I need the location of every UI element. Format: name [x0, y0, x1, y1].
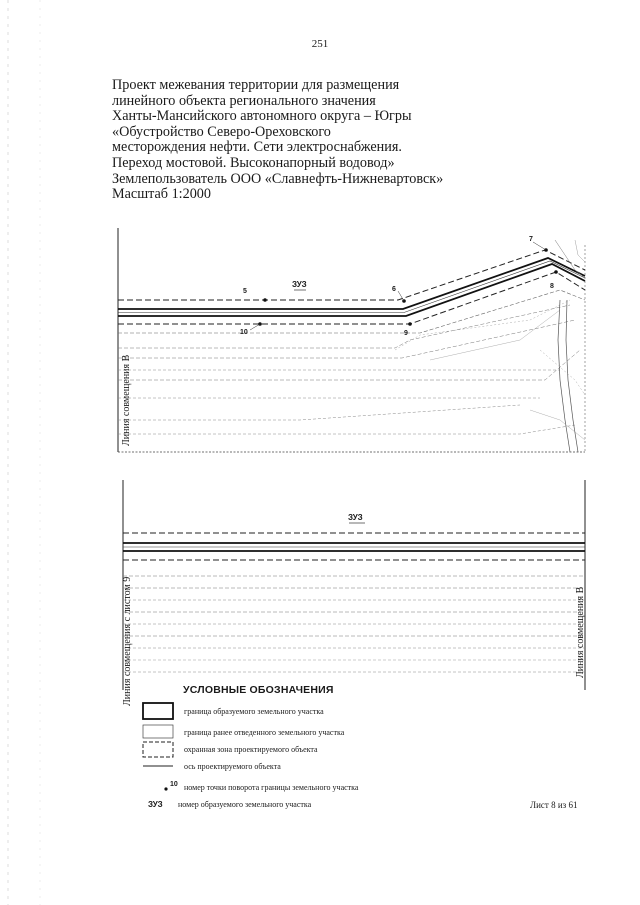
turning-point-8	[554, 270, 558, 274]
existing-parcel-line	[118, 349, 581, 381]
existing-parcel-line	[394, 299, 571, 351]
legend-symbol-old-parcel	[142, 724, 174, 739]
existing-parcel-line	[429, 309, 561, 361]
document-title: Проект межевания территории для размещен…	[112, 77, 512, 203]
alignment-line-label-top: Линия совмещения В	[121, 354, 132, 446]
legend-item-parcel-number: номер образуемого земельного участка	[178, 800, 312, 809]
existing-parcel-line	[118, 289, 586, 334]
sheet-number-label: Лист 8 из 61	[530, 800, 578, 810]
legend-symbol-point	[164, 787, 168, 791]
legend-point-number: 10	[170, 781, 178, 788]
parcel-boundary-upper	[118, 257, 586, 310]
point-label-6: 6	[392, 286, 396, 293]
existing-parcel-line	[529, 409, 586, 441]
protection-zone-lower	[118, 271, 586, 325]
alignment-line-label-right: Линия совмещения В	[575, 586, 586, 678]
existing-parcel-line	[118, 404, 521, 421]
title-line: месторождения нефти. Сети электроснабжен…	[112, 139, 402, 156]
point-label-9: 9	[404, 330, 408, 337]
turning-point-5	[263, 298, 267, 302]
top-map	[117, 228, 586, 453]
object-axis	[118, 260, 586, 313]
existing-parcel-line	[118, 424, 576, 435]
leader-line	[532, 241, 547, 251]
legend-item-axis: ось проектируемого объекта	[184, 762, 281, 771]
turning-point-9	[408, 322, 412, 326]
road-line	[574, 239, 586, 263]
bottom-map	[122, 480, 586, 690]
legend-title: УСЛОВНЫЕ ОБОЗНАЧЕНИЯ	[183, 684, 334, 696]
title-line: Масштаб 1:2000	[112, 186, 211, 203]
leader-line	[249, 323, 261, 331]
point-label-7: 7	[529, 236, 533, 243]
legend-item-old-parcel: граница ранее отведенного земельного уча…	[184, 728, 345, 737]
title-line: Ханты-Мансийского автономного округа – Ю…	[112, 108, 412, 125]
legend-symbol-new-parcel	[142, 702, 174, 720]
title-line: «Обустройство Северо-Ореховского	[112, 123, 331, 140]
parcel-boundary-lower	[118, 263, 586, 317]
title-line: Землепользователь ООО «Славнефть-Нижнева…	[112, 170, 444, 187]
protection-zone-upper	[118, 249, 586, 301]
legend-zone-symbol: ЗУЗ	[148, 800, 163, 809]
legend-item-turning-point: номер точки поворота границы земельного …	[184, 783, 359, 792]
zone-number-label-bottom: ЗУЗ	[348, 513, 363, 522]
title-line: Переход мостовой. Высоконапорный водовод…	[112, 154, 395, 171]
legend-symbol-protection-zone	[142, 741, 174, 758]
page-number: 251	[311, 38, 329, 50]
existing-parcel-line	[118, 304, 571, 349]
title-line: линейного объекта регионального значения	[112, 92, 376, 109]
road-line	[557, 299, 571, 453]
legend-symbols	[142, 702, 174, 791]
legend-item-new-parcel: граница образуемого земельного участка	[184, 707, 324, 716]
zone-number-label-top: ЗУЗ	[292, 280, 307, 289]
existing-parcel-line	[118, 319, 576, 359]
point-label-10: 10	[240, 329, 248, 336]
point-label-8: 8	[550, 283, 554, 290]
leader-line	[397, 290, 405, 302]
existing-parcel-line	[539, 349, 586, 396]
road-line	[565, 299, 579, 453]
title-line: Проект межевания территории для размещен…	[112, 77, 400, 93]
road-line	[554, 239, 586, 279]
point-label-5: 5	[243, 288, 247, 295]
alignment-line-label-left: Линия совмещения с листом 9	[122, 576, 133, 706]
legend-item-protection-zone: охранная зона проектируемого объекта	[184, 745, 318, 754]
